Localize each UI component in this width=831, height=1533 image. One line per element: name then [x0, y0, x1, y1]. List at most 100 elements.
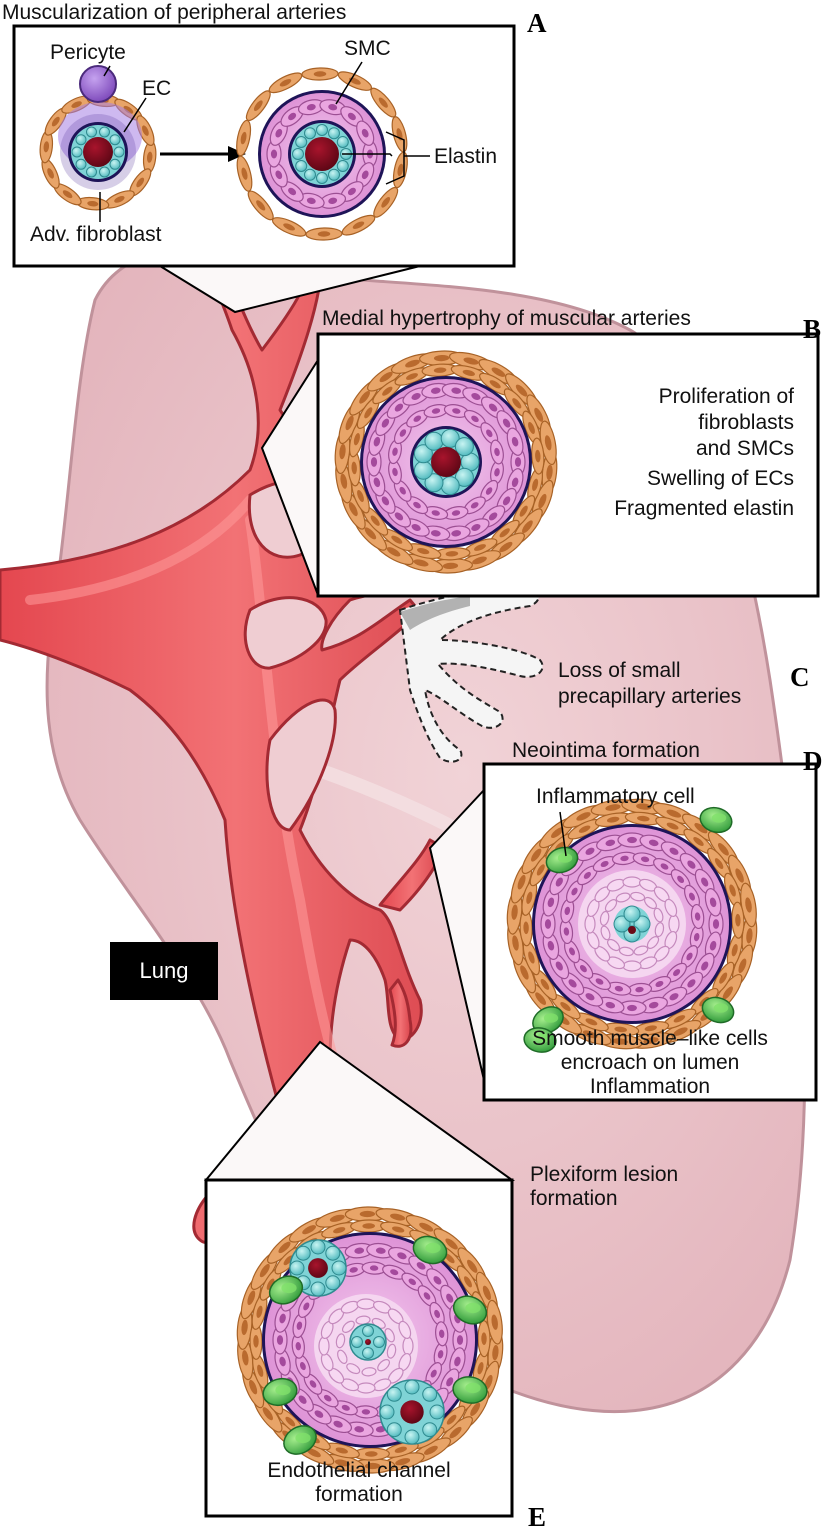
smc-cell-nucleus: [627, 837, 637, 843]
inflammatory-cell-nucleus: [712, 813, 726, 823]
endothelial-cell: [329, 128, 340, 139]
endothelial-cell: [296, 1246, 310, 1260]
panel-b-title: Medial hypertrophy of muscular arteries: [322, 306, 691, 331]
endothelial-cell: [305, 169, 316, 180]
endothelial-cell: [296, 161, 307, 172]
panel-c-note-1: Loss of small: [558, 658, 681, 683]
endothelial-cell: [380, 1405, 394, 1419]
inflammatory-cell-nucleus: [465, 1303, 480, 1313]
inflammatory-cell-nucleus: [295, 1433, 310, 1443]
smc-cell-nucleus: [627, 1005, 637, 1011]
endothelial-cell: [326, 1246, 340, 1260]
panel-b-note-4: Swelling of ECs: [647, 466, 794, 491]
inflammatory-cell-nucleus: [425, 1243, 440, 1253]
endothelial-cell: [87, 127, 97, 137]
panel-e-title-2: formation: [530, 1186, 618, 1211]
endothelial-cell: [430, 1405, 444, 1419]
panel-d-title: Neointima formation: [512, 738, 700, 763]
channel-lumen: [308, 1258, 328, 1278]
smc-cell-nucleus: [713, 919, 719, 929]
endothelial-cell: [296, 137, 307, 148]
endothelial-cell: [423, 1423, 437, 1437]
endothelial-cell: [441, 477, 459, 495]
endothelial-cell: [387, 1423, 401, 1437]
endothelial-cell: [423, 1387, 437, 1401]
smc-cell-nucleus: [457, 1335, 463, 1345]
panel-c-letter: C: [790, 662, 810, 693]
channel-lumen: [400, 1400, 423, 1423]
endothelial-cell: [337, 137, 348, 148]
panel-b-note-1: Proliferation of: [659, 384, 794, 409]
panel-a-title: Muscularization of peripheral arteries: [2, 0, 346, 25]
endothelial-cell: [374, 1337, 385, 1348]
endothelial-cell: [87, 167, 97, 177]
neointima-cell: [319, 1337, 329, 1355]
pericyte-cell: [80, 66, 116, 102]
label-pericyte: Pericyte: [50, 40, 126, 65]
smc-cell-nucleus: [277, 1335, 283, 1345]
panel-e-title-1: Plexiform lesion: [530, 1162, 678, 1187]
lung-label: Lung: [110, 942, 218, 1000]
inflammatory-cell-nucleus: [544, 1013, 558, 1023]
endothelial-cell: [100, 127, 110, 137]
label-smc: SMC: [344, 36, 391, 61]
panel-d-note-1: Smooth muscle–like cells: [484, 1026, 816, 1051]
panel-d-note-2: encroach on lumen: [484, 1050, 816, 1075]
label-fibroblast: Adv. fibroblast: [30, 222, 162, 247]
panel-e-note-1: Endothelial channel: [206, 1458, 512, 1483]
panel-c-note-2: precapillary arteries: [558, 684, 741, 709]
panel-b-letter: B: [803, 314, 821, 345]
inflammatory-cell-nucleus: [465, 1383, 480, 1393]
endothelial-cell: [317, 125, 328, 136]
endothelial-cell: [624, 906, 640, 922]
endothelial-cell: [387, 1387, 401, 1401]
endothelial-cell: [363, 1326, 374, 1337]
endothelial-cell: [311, 1240, 325, 1254]
neointima-cell: [669, 915, 679, 933]
panel-b-note-2: fibroblasts: [698, 410, 794, 435]
endothelial-cell: [100, 167, 110, 177]
endothelial-cell: [405, 1380, 419, 1394]
endothelial-cell: [317, 173, 328, 184]
panel-a-letter: A: [527, 8, 547, 39]
neointima-cell: [623, 877, 641, 887]
endothelial-cell: [326, 1276, 340, 1290]
smc-cell-nucleus: [545, 919, 551, 929]
label-inflammatory: Inflammatory cell: [536, 784, 695, 809]
endothelial-cell: [425, 432, 443, 450]
panel-b-note-3: and SMCs: [696, 436, 794, 461]
neointima-cell: [585, 915, 595, 933]
endothelial-cell: [455, 438, 473, 456]
endothelial-cell: [72, 147, 82, 157]
endothelial-cell: [76, 159, 86, 169]
inflammatory-cell-nucleus: [281, 1283, 296, 1293]
panel-e-letter: E: [528, 1502, 546, 1533]
endothelial-cell: [337, 161, 348, 172]
endothelial-cell: [405, 1430, 419, 1444]
neointima-cell: [623, 961, 641, 971]
smc-cell-nucleus: [515, 457, 521, 467]
endothelial-cell: [352, 1337, 363, 1348]
inflammatory-cell-nucleus: [275, 1385, 290, 1395]
inflammatory-cell-nucleus: [714, 1003, 728, 1013]
endothelial-cell: [363, 1348, 374, 1359]
panel-b-note-5: Fragmented elastin: [614, 496, 794, 521]
endothelial-cell: [414, 461, 432, 479]
channel-lumen: [365, 1339, 371, 1345]
inflammatory-cell-nucleus: [558, 853, 572, 863]
endothelial-cell: [76, 135, 86, 145]
endothelial-cell: [311, 1282, 325, 1296]
endothelial-cell: [290, 1261, 304, 1275]
neointima-cell: [403, 1337, 413, 1355]
endothelial-cell: [110, 135, 120, 145]
neointima-cell: [357, 1299, 375, 1309]
endothelial-cell: [114, 147, 124, 157]
label-elastin: Elastin: [434, 144, 497, 169]
neointima-cell: [357, 1383, 375, 1393]
label-ec: EC: [142, 76, 171, 101]
endothelial-cell: [293, 149, 304, 160]
smc-cell-nucleus: [271, 150, 277, 159]
panel-d-note-3: Inflammation: [484, 1074, 816, 1099]
endothelial-cell: [305, 128, 316, 139]
endothelial-cell: [110, 159, 120, 169]
